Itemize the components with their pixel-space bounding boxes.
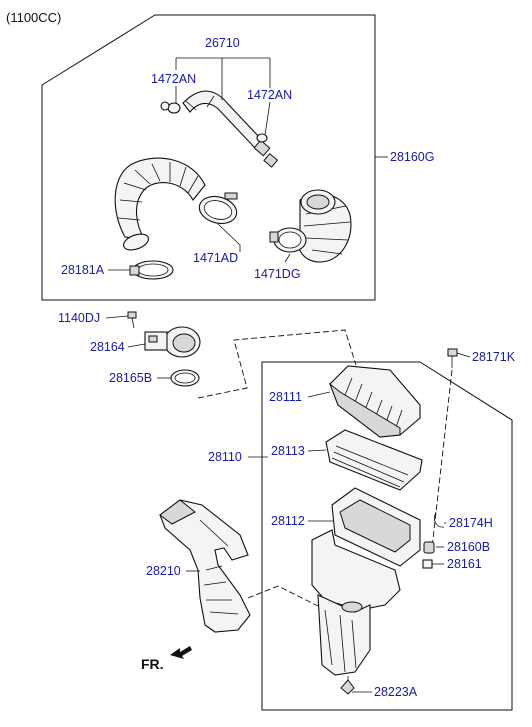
part-label-28181A[interactable]: 28181A bbox=[61, 263, 105, 277]
mount-28223A bbox=[340, 676, 355, 695]
part-label-28112[interactable]: 28112 bbox=[271, 514, 305, 528]
intake-hose-group-outline bbox=[41, 14, 376, 301]
resonator-duct-28210 bbox=[159, 499, 251, 633]
air-flow-sensor-28164 bbox=[144, 326, 201, 358]
air-cleaner-body-28112 bbox=[311, 487, 421, 676]
part-label-28111[interactable]: 28111 bbox=[269, 390, 302, 404]
part-label-28164[interactable]: 28164 bbox=[90, 340, 125, 354]
part-label-28165B[interactable]: 28165B bbox=[109, 371, 153, 385]
part-label-28110[interactable]: 28110 bbox=[208, 450, 242, 464]
gasket-28165B bbox=[170, 369, 200, 387]
air-cleaner-group-outline bbox=[261, 361, 513, 711]
leader-lines bbox=[105, 57, 471, 693]
part-label-28160G[interactable]: 28160G bbox=[390, 150, 435, 164]
air-cleaner-cover-28111 bbox=[328, 365, 421, 438]
part-label-28160B[interactable]: 28160B bbox=[447, 540, 491, 554]
sensor-to-cleaner-dashed-line bbox=[197, 329, 357, 399]
grommet-28160B bbox=[423, 541, 435, 554]
engine-variant-header: (1100CC) bbox=[6, 10, 62, 25]
part-label-1471AD[interactable]: 1471AD bbox=[193, 251, 239, 265]
part-label-28171K[interactable]: 28171K bbox=[472, 350, 516, 364]
bolt-1140DJ bbox=[127, 311, 137, 329]
hose-clamp-1471AD bbox=[198, 192, 238, 225]
part-label-1472AN-right[interactable]: 1472AN bbox=[247, 88, 293, 102]
part-label-1471DG[interactable]: 1471DG bbox=[254, 267, 301, 281]
part-label-1140DJ[interactable]: 1140DJ bbox=[58, 311, 101, 325]
part-label-28113[interactable]: 28113 bbox=[271, 444, 305, 458]
bolt-dashed-line bbox=[431, 369, 453, 549]
bolt-28171K bbox=[447, 348, 458, 368]
part-label-28161[interactable]: 28161 bbox=[447, 557, 482, 571]
part-label-28174H[interactable]: 28174H bbox=[449, 516, 493, 530]
part-label-28210[interactable]: 28210 bbox=[146, 564, 181, 578]
part-label-28223A[interactable]: 28223A bbox=[374, 685, 418, 699]
insulator-28161 bbox=[422, 559, 433, 569]
hose-clamp-1471DG bbox=[269, 227, 307, 253]
intake-hose-28160G bbox=[114, 157, 352, 263]
part-label-26710[interactable]: 26710 bbox=[205, 36, 240, 50]
filter-element-28113 bbox=[325, 429, 423, 491]
duct-to-cleaner-dashed-line bbox=[247, 585, 319, 607]
breather-hose-26710 bbox=[182, 90, 279, 168]
hose-28174H bbox=[434, 511, 445, 528]
front-direction-arrow-icon bbox=[170, 646, 192, 659]
part-label-1472AN-left[interactable]: 1472AN bbox=[151, 72, 197, 86]
hose-clamp-28181A bbox=[129, 260, 174, 280]
hose-clamp-1472AN-right bbox=[256, 133, 268, 143]
hose-clamp-1472AN-left bbox=[160, 101, 181, 114]
front-direction-label: FR. bbox=[141, 656, 164, 672]
